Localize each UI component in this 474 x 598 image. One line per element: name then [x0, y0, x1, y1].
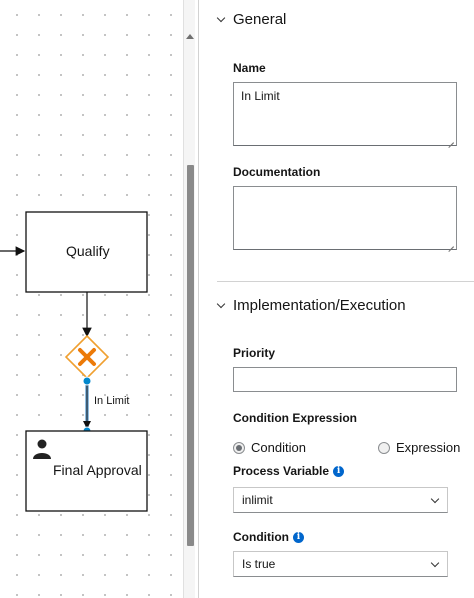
gateway-x-icon	[78, 348, 96, 366]
section-separator	[217, 281, 474, 282]
canvas-vertical-scrollbar[interactable]	[183, 0, 195, 598]
documentation-field[interactable]	[233, 186, 457, 250]
priority-field[interactable]	[233, 367, 457, 392]
resize-grip-icon[interactable]	[447, 136, 455, 144]
sequence-flow-in-limit[interactable]	[82, 376, 92, 436]
info-icon[interactable]: i	[292, 531, 304, 543]
radio-condition-label[interactable]: Condition	[251, 440, 306, 455]
radio-expression[interactable]: Expression	[378, 440, 460, 455]
section-general-header[interactable]: General	[217, 11, 286, 28]
chevron-down-icon	[431, 496, 439, 504]
condition-value: Is true	[242, 557, 276, 571]
chevron-down-icon	[217, 15, 227, 25]
process-canvas[interactable]: Qualify In Limit Final Approval	[0, 0, 183, 598]
condition-expression-label: Condition Expression	[233, 411, 358, 425]
scrollbar-thumb[interactable]	[187, 165, 194, 546]
radio-expression-button[interactable]	[378, 441, 390, 454]
radio-condition[interactable]: Condition	[233, 440, 306, 455]
process-variable-value: inlimit	[242, 493, 273, 507]
condition-label: Condition	[233, 530, 289, 544]
flow-in-limit-label: In Limit	[94, 395, 130, 407]
process-variable-select[interactable]: inlimit	[233, 487, 448, 513]
condition-label-row: Condition i	[233, 530, 304, 544]
flow-source-handle	[82, 376, 92, 386]
properties-panel: General Name In Limit Documentation Impl…	[199, 0, 474, 598]
exclusive-gateway[interactable]	[64, 334, 110, 380]
section-implementation-title: Implementation/Execution	[233, 297, 406, 314]
process-diagram	[0, 211, 148, 512]
chevron-down-icon	[431, 560, 439, 568]
process-variable-label-row: Process Variable i	[233, 464, 345, 478]
section-implementation-header[interactable]: Implementation/Execution	[217, 297, 406, 314]
panel-divider[interactable]	[198, 0, 199, 598]
user-task-icon	[33, 439, 51, 459]
condition-select[interactable]: Is true	[233, 551, 448, 577]
process-variable-label: Process Variable	[233, 464, 330, 478]
name-label: Name	[233, 61, 266, 75]
radio-expression-label[interactable]: Expression	[396, 440, 461, 455]
scroll-up-icon[interactable]	[186, 32, 194, 40]
task-final-approval[interactable]	[25, 430, 148, 512]
name-field[interactable]: In Limit	[233, 82, 457, 146]
chevron-down-icon	[217, 301, 227, 311]
task-final-approval-label: Final Approval	[53, 462, 142, 478]
documentation-label: Documentation	[233, 165, 321, 179]
task-qualify-label: Qualify	[66, 243, 110, 259]
section-general-title: General	[233, 11, 287, 28]
info-icon[interactable]: i	[333, 465, 345, 477]
radio-condition-button[interactable]	[233, 441, 245, 454]
resize-grip-icon[interactable]	[447, 240, 455, 248]
priority-label: Priority	[233, 346, 276, 360]
